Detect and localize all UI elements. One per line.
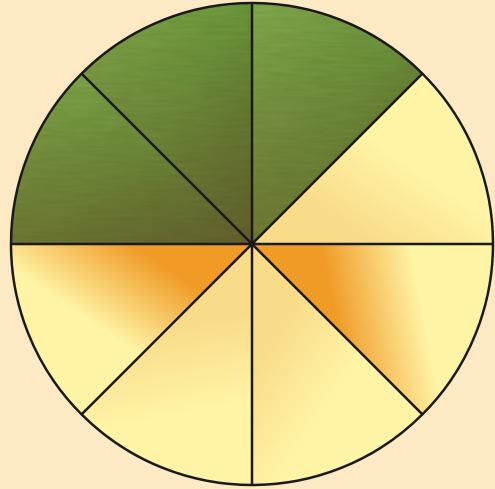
fraction-circle	[0, 0, 495, 489]
diagram-canvas	[0, 0, 495, 489]
